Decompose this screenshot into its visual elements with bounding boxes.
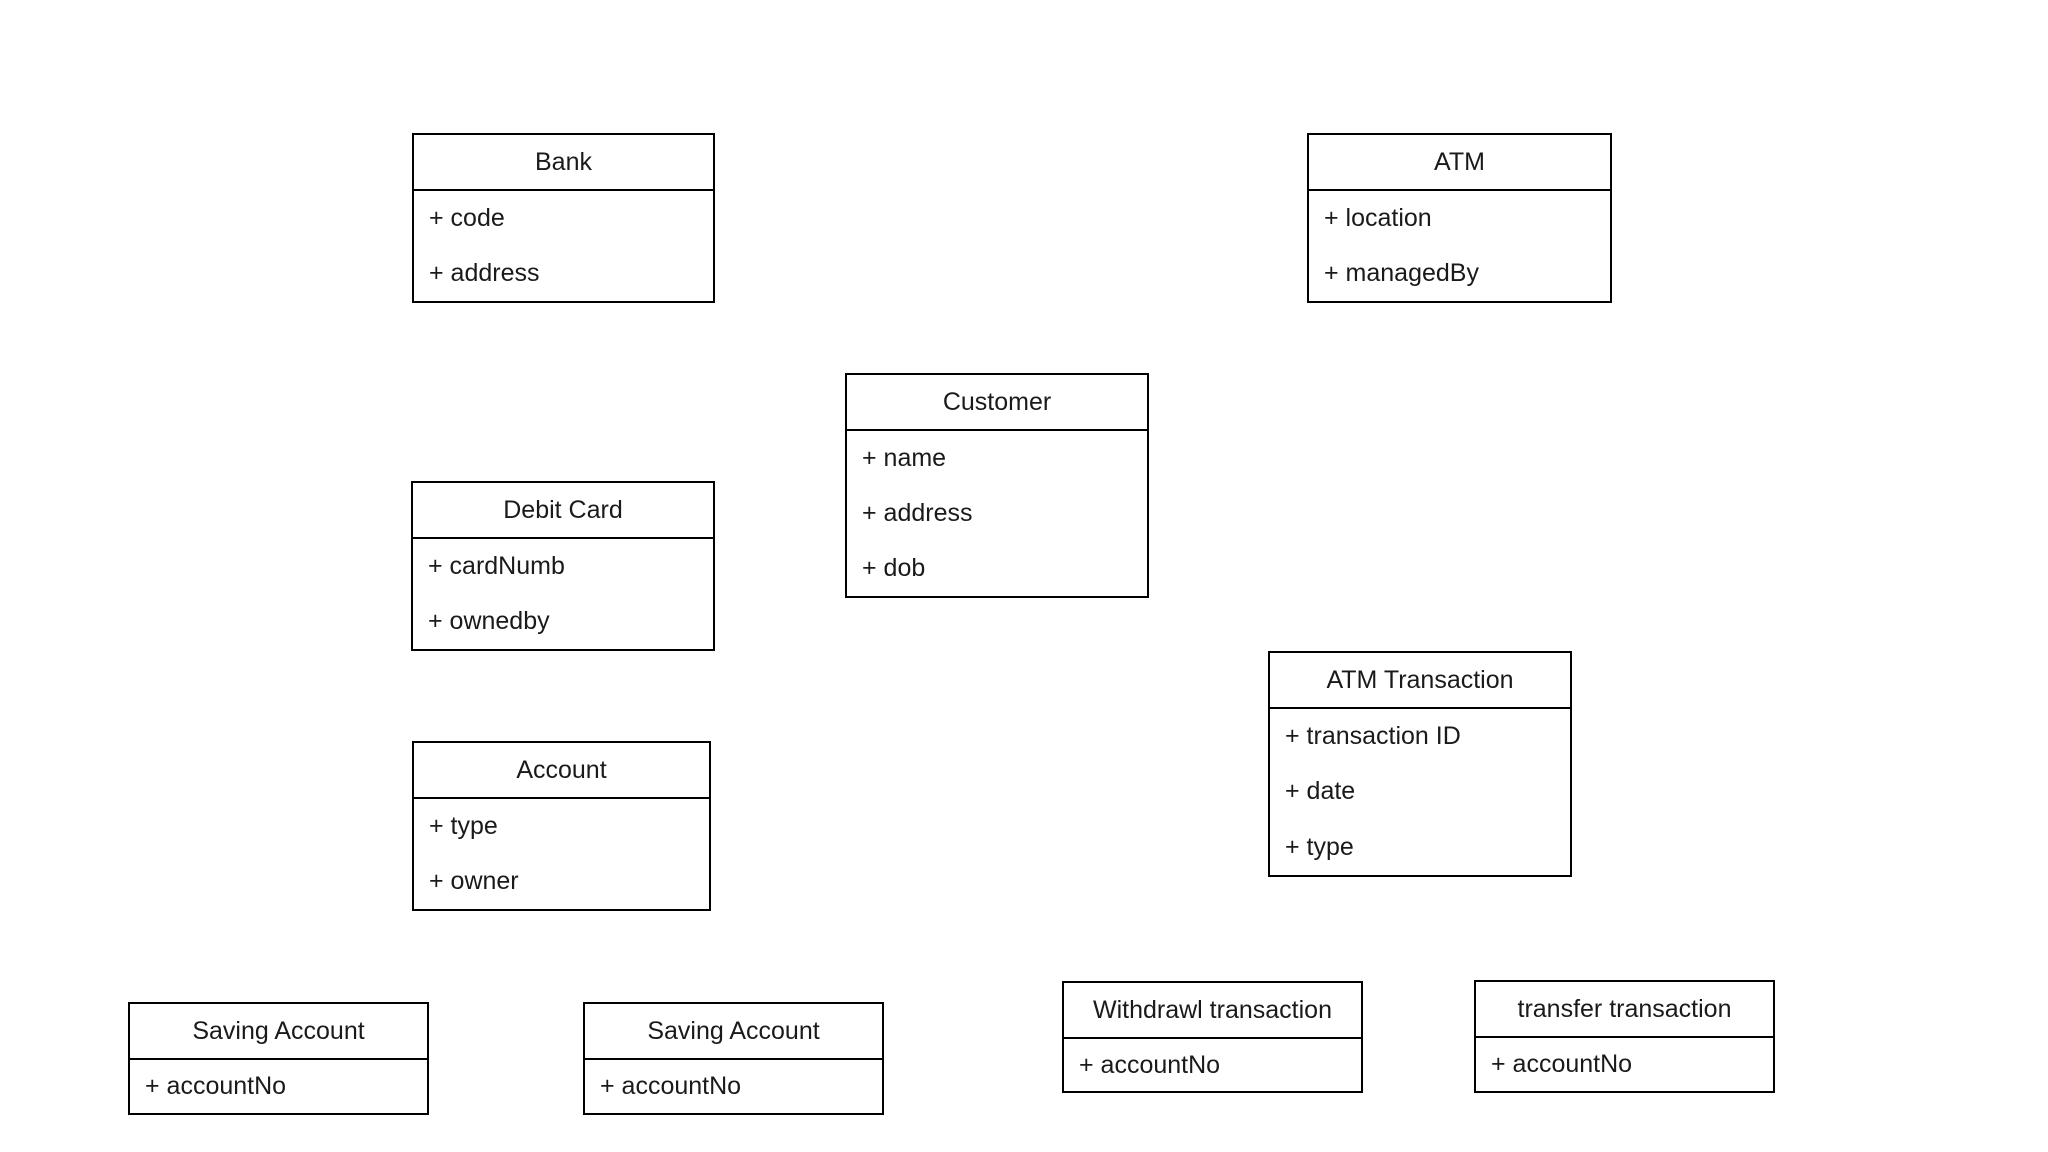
class-box-transfer-transaction[interactable]: transfer transaction + accountNo	[1474, 980, 1775, 1093]
class-box-bank[interactable]: Bank + code + address	[412, 133, 715, 303]
class-box-withdrawl-transaction[interactable]: Withdrawl transaction + accountNo	[1062, 981, 1363, 1093]
class-attribute: + accountNo	[145, 1072, 287, 1100]
class-attribute: + managedBy	[1324, 259, 1479, 287]
class-box-account[interactable]: Account + type + owner	[412, 741, 711, 911]
class-attribute: + type	[1285, 832, 1354, 861]
class-attribute: + accountNo	[1491, 1050, 1633, 1078]
class-attribute-section: + type + owner	[414, 799, 709, 909]
class-title: Saving Account	[585, 1004, 882, 1060]
class-attribute: + address	[429, 259, 540, 287]
class-box-saving-account-1[interactable]: Saving Account + accountNo	[128, 1002, 429, 1115]
class-attribute: + owner	[429, 867, 519, 895]
class-attribute-section: + code + address	[414, 191, 713, 301]
class-attribute: + transaction ID	[1285, 722, 1461, 751]
class-attribute: + accountNo	[600, 1072, 742, 1100]
class-attribute-section: + accountNo	[130, 1060, 427, 1113]
class-attribute: + date	[1285, 777, 1356, 806]
class-box-customer[interactable]: Customer + name + address + dob	[845, 373, 1149, 598]
class-title: transfer transaction	[1476, 982, 1773, 1038]
class-attribute: + cardNumb	[428, 552, 565, 580]
class-title: Withdrawl transaction	[1064, 983, 1361, 1039]
class-attribute-section: + accountNo	[585, 1060, 882, 1113]
class-title: ATM Transaction	[1270, 653, 1570, 709]
class-attribute: + ownedby	[428, 607, 550, 635]
class-attribute: + accountNo	[1079, 1050, 1221, 1079]
class-title: Bank	[414, 135, 713, 191]
class-attribute-section: + cardNumb + ownedby	[413, 539, 713, 649]
class-title: Customer	[847, 375, 1147, 431]
class-box-debit-card[interactable]: Debit Card + cardNumb + ownedby	[411, 481, 715, 651]
class-attribute: + dob	[862, 554, 926, 582]
class-attribute: + type	[429, 812, 498, 840]
class-attribute-section: + name + address + dob	[847, 431, 1147, 596]
class-title: Saving Account	[130, 1004, 427, 1060]
class-attribute: + address	[862, 499, 973, 527]
class-attribute: + location	[1324, 204, 1432, 232]
class-attribute-section: + accountNo	[1064, 1039, 1361, 1091]
class-title: Debit Card	[413, 483, 713, 539]
class-attribute: + name	[862, 444, 947, 472]
class-title: ATM	[1309, 135, 1610, 191]
class-attribute: + code	[429, 204, 505, 232]
class-title: Account	[414, 743, 709, 799]
class-attribute-section: + location + managedBy	[1309, 191, 1610, 301]
class-box-atm-transaction[interactable]: ATM Transaction + transaction ID + date …	[1268, 651, 1572, 877]
class-box-saving-account-2[interactable]: Saving Account + accountNo	[583, 1002, 884, 1115]
class-attribute-section: + transaction ID + date + type	[1270, 709, 1570, 875]
class-attribute-section: + accountNo	[1476, 1038, 1773, 1091]
class-box-atm[interactable]: ATM + location + managedBy	[1307, 133, 1612, 303]
